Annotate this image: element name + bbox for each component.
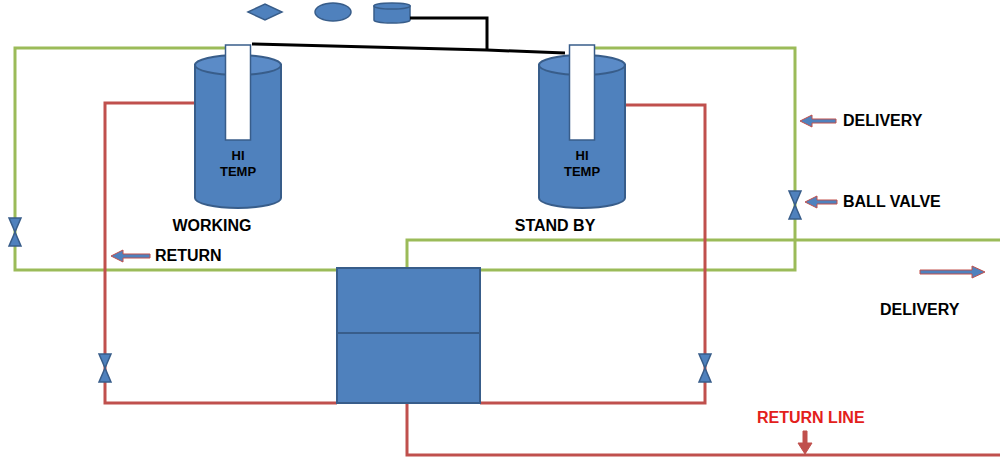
label-holder: DELIVERY [843,112,922,130]
control-wire [410,18,487,50]
pump-cylinder: HI TEMP WORKING [150,44,326,240]
pipe-label: RETURN [155,247,222,265]
ball-valve-symbol [699,354,711,382]
pipe-label: DELIVERY [880,301,959,319]
return-pipe [407,403,1000,455]
delivery-pipe [480,48,795,270]
pump-cylinder: HI TEMP STAND BY [495,44,671,240]
pipe-label: DELIVERY [843,112,922,130]
label-holder: RETURN LINE [757,409,865,427]
pump-label: HI TEMP [214,148,262,180]
pipe-label: BALL VALVE [843,193,941,211]
pump-text-holder: HI TEMP [558,148,606,180]
motor-symbol [226,45,251,140]
pointer-arrow [805,196,837,208]
delivery-pipe [15,48,337,270]
motor-symbol [570,45,595,140]
ball-valve-symbol [99,354,111,382]
control-wire [252,44,565,53]
label-holder: RETURN [155,247,222,265]
pump-label: HI TEMP [558,148,606,180]
ball-valve-symbol [789,191,801,219]
oval-symbol [315,3,351,21]
pointer-arrow [111,250,150,262]
pump-text-holder: HI TEMP [214,148,262,180]
label-holder: BALL VALVE [843,193,941,211]
ball-valve-symbol [9,218,21,246]
cylinder-outline [495,44,671,240]
pump-caption: WORKING [150,217,274,235]
pipe-label: RETURN LINE [757,409,865,427]
tank-lower [337,333,480,403]
cylinder-outline [150,44,326,240]
pointer-arrow [920,266,985,278]
flow-arrow [798,431,812,454]
pump-caption: STAND BY [493,217,617,235]
label-holder: DELIVERY [880,301,959,319]
diamond-symbol [248,4,282,20]
pointer-arrow [800,115,836,127]
pump-caption-holder: STAND BY [493,217,617,235]
cylinder-symbol-top [374,3,410,9]
tank-upper [337,268,480,333]
pump-caption-holder: WORKING [150,217,274,235]
